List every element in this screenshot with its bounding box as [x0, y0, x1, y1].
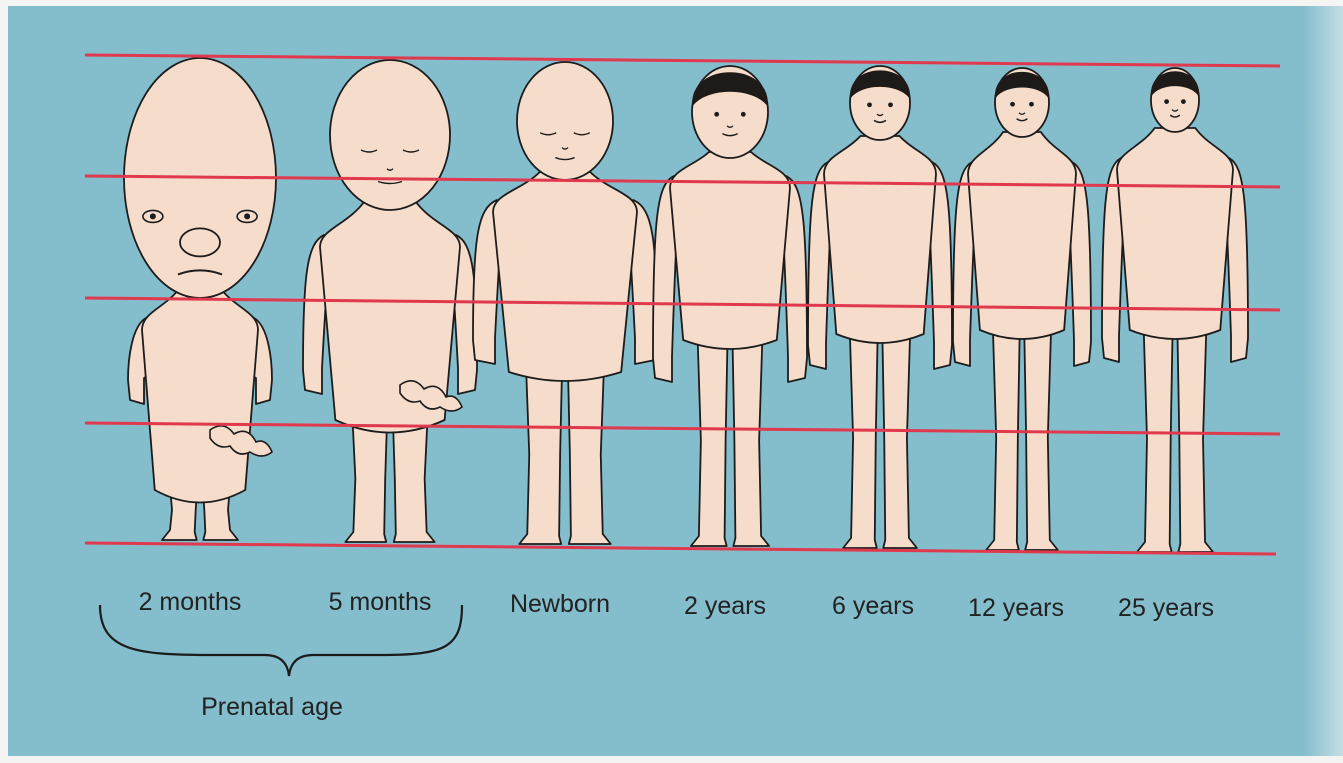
torso [493, 172, 637, 381]
right-leg [986, 305, 1020, 550]
stage-label-2-months: 2 months [139, 588, 242, 617]
eye [1164, 99, 1169, 104]
right-leg [1137, 305, 1173, 552]
eye [1029, 102, 1034, 107]
stage-label-2-years: 2 years [684, 592, 766, 621]
left-leg [1177, 305, 1213, 552]
stage-label-6-years: 6 years [832, 592, 914, 621]
pupil [150, 213, 156, 219]
torso [142, 288, 258, 503]
eye [741, 112, 746, 117]
head [330, 60, 450, 210]
right-leg [691, 315, 728, 546]
right-leg [843, 308, 878, 548]
stage-label-12-years: 12 years [968, 594, 1064, 623]
eye [714, 112, 719, 117]
stage-label-newborn: Newborn [510, 590, 610, 619]
eye [867, 102, 872, 107]
prenatal-age-caption: Prenatal age [201, 693, 343, 722]
stage-label-25-years: 25 years [1118, 594, 1214, 623]
stage-label-5-months: 5 months [329, 588, 432, 617]
eye [888, 102, 893, 107]
left-leg [882, 308, 917, 548]
pupil [244, 213, 250, 219]
left-leg [1024, 305, 1058, 550]
proportion-guide-line [85, 55, 1280, 66]
head [517, 62, 613, 180]
proportion-guide-line [85, 423, 1280, 434]
torso [824, 136, 936, 343]
nose [180, 228, 220, 256]
eye [1181, 99, 1186, 104]
proportion-guide-line [85, 543, 1276, 554]
eye [1010, 102, 1015, 107]
